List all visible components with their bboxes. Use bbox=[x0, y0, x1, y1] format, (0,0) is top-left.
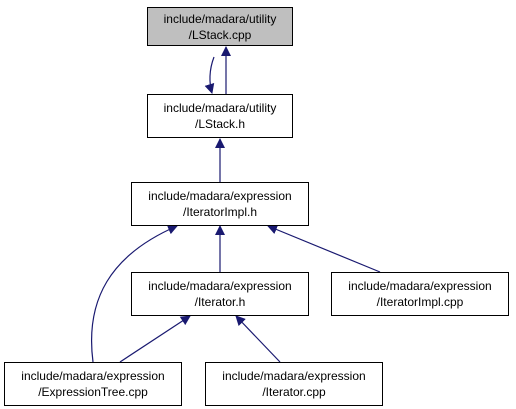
edge-expressiontree-cpp-to-iterator-h bbox=[119, 315, 191, 363]
node-expressiontree-cpp[interactable]: include/madara/expression /ExpressionTre… bbox=[4, 362, 182, 406]
edge-iteratorimpl-cpp-to-iteratorimpl-h bbox=[267, 224, 381, 273]
edge-expressiontree-cpp-to-iteratorimpl-h bbox=[91, 224, 178, 363]
node-iteratorimpl-h-line1: include/madara/expression bbox=[148, 189, 292, 203]
node-lstack-cpp-line2: /LStack.cpp bbox=[188, 27, 252, 42]
node-iteratorimpl-h[interactable]: include/madara/expression /IteratorImpl.… bbox=[131, 182, 309, 226]
node-iterator-h-line1: include/madara/expression bbox=[148, 279, 292, 293]
node-lstack-cpp-line1: include/madara/utility bbox=[163, 11, 277, 26]
node-iterator-cpp-line1: include/madara/expression bbox=[222, 369, 366, 383]
node-iteratorimpl-cpp-line1: include/madara/expression bbox=[348, 279, 492, 293]
node-lstack-cpp: include/madara/utility /LStack.cpp bbox=[147, 7, 293, 46]
node-iterator-h-line2: /Iterator.h bbox=[194, 295, 246, 309]
node-expressiontree-cpp-line2: /ExpressionTree.cpp bbox=[38, 385, 148, 399]
node-expressiontree-cpp-line1: include/madara/expression bbox=[21, 369, 165, 383]
node-iterator-cpp-line2: /Iterator.cpp bbox=[262, 385, 326, 399]
node-iterator-cpp[interactable]: include/madara/expression /Iterator.cpp bbox=[205, 362, 383, 406]
edge-lstack-cpp-to-lstack-h bbox=[204, 56, 215, 94]
node-iteratorimpl-cpp-line2: /IteratorImpl.cpp bbox=[376, 295, 464, 309]
node-iterator-h[interactable]: include/madara/expression /Iterator.h bbox=[131, 272, 309, 316]
node-iteratorimpl-h-line2: /IteratorImpl.h bbox=[182, 205, 258, 219]
node-iteratorimpl-cpp[interactable]: include/madara/expression /IteratorImpl.… bbox=[331, 272, 509, 316]
node-lstack-h-line2: /LStack.h bbox=[194, 117, 246, 131]
node-lstack-h[interactable]: include/madara/utility /LStack.h bbox=[147, 94, 293, 138]
node-lstack-h-line1: include/madara/utility bbox=[163, 101, 277, 115]
edge-iterator-cpp-to-iterator-h bbox=[235, 315, 281, 363]
